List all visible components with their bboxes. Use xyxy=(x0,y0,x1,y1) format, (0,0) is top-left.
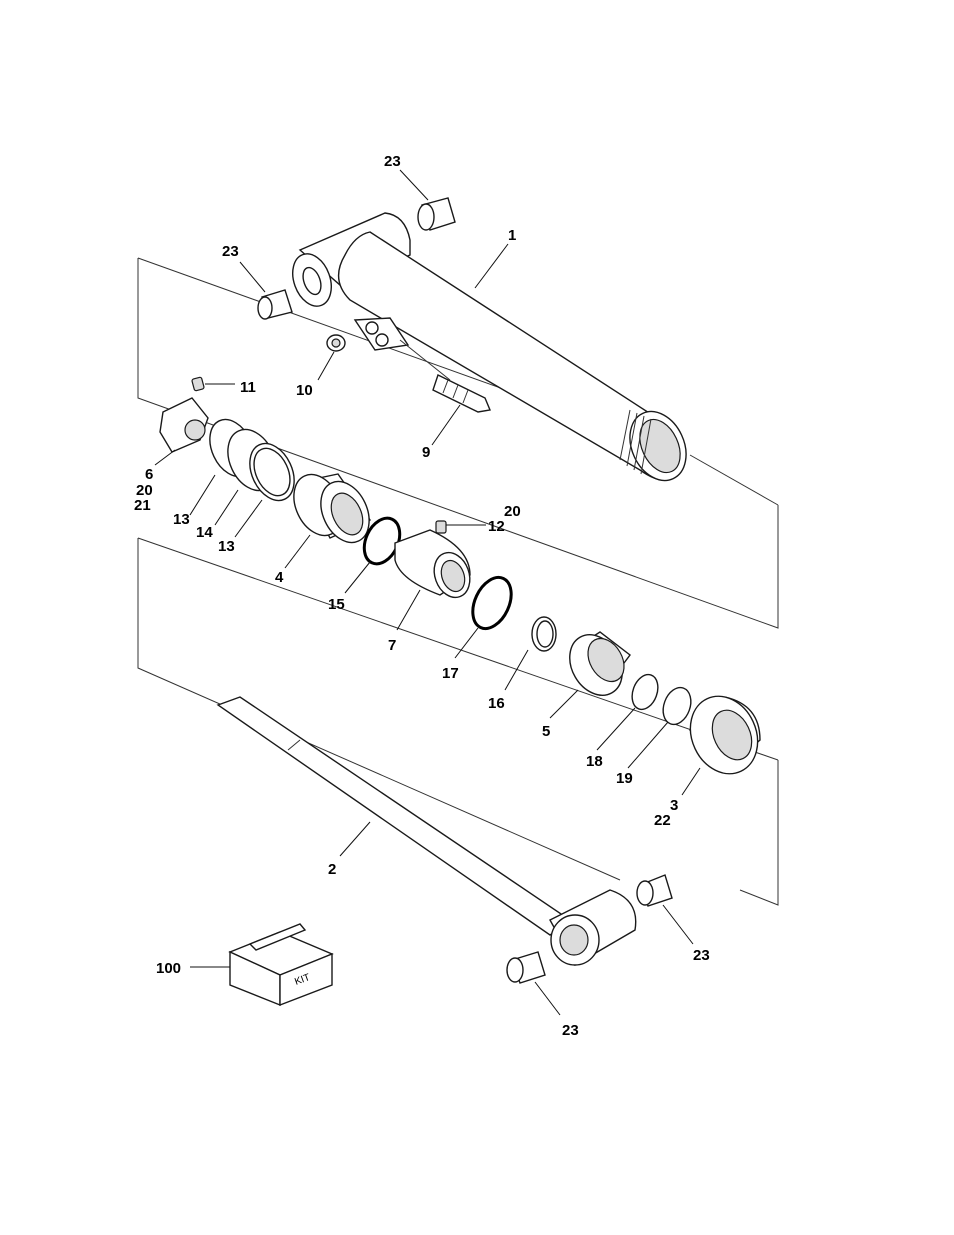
callout-22: 22 xyxy=(654,812,671,829)
kit-label: KIT xyxy=(293,972,311,988)
callout-11: 11 xyxy=(240,379,256,396)
piston-rod[interactable] xyxy=(216,696,637,966)
callout-3: 3 xyxy=(670,797,678,814)
manifold-block xyxy=(353,317,451,381)
ring-18[interactable] xyxy=(628,671,663,713)
bushing-bottom-left[interactable] xyxy=(506,951,546,984)
callout-5: 5 xyxy=(542,723,550,740)
set-screw-11[interactable] xyxy=(191,376,205,392)
hex-nut[interactable] xyxy=(159,397,209,453)
callout-13b: 13 xyxy=(218,538,235,555)
callout-9: 9 xyxy=(422,444,430,461)
callout-23b: 23 xyxy=(222,243,239,260)
callout-20a: 20 xyxy=(136,482,153,499)
callout-23d: 23 xyxy=(562,1022,579,1039)
callout-18: 18 xyxy=(586,753,603,770)
bushing-top-right[interactable] xyxy=(417,197,456,231)
callout-15: 15 xyxy=(328,596,345,613)
callouts: 1 2 3 4 5 6 7 9 10 11 12 13 14 13 15 16 … xyxy=(134,153,710,1039)
o-ring-17[interactable] xyxy=(465,571,519,634)
bushing-bottom-right[interactable] xyxy=(636,874,673,907)
callout-23c: 23 xyxy=(693,947,710,964)
set-screw-12[interactable] xyxy=(435,520,447,534)
valve-cartridge[interactable] xyxy=(432,374,491,413)
callout-6: 6 xyxy=(145,466,153,483)
spacer-tube[interactable] xyxy=(394,529,476,602)
callout-10: 10 xyxy=(296,382,313,399)
callout-2: 2 xyxy=(328,861,336,878)
callout-19: 19 xyxy=(616,770,633,787)
callout-21: 21 xyxy=(134,497,151,514)
callout-13a: 13 xyxy=(173,511,190,528)
piston[interactable] xyxy=(559,625,633,704)
callout-20b: 20 xyxy=(504,503,521,520)
callout-7: 7 xyxy=(388,637,396,654)
callout-23a: 23 xyxy=(384,153,401,170)
leader-lines xyxy=(154,169,701,1016)
callout-1: 1 xyxy=(508,227,516,244)
callout-4: 4 xyxy=(275,569,284,586)
cylinder-barrel[interactable] xyxy=(286,212,697,490)
callout-100: 100 xyxy=(156,960,181,977)
ring-19[interactable] xyxy=(658,684,695,729)
callout-14: 14 xyxy=(196,524,213,541)
seal-ring-13b[interactable] xyxy=(241,436,303,507)
piston-nut[interactable] xyxy=(678,685,770,785)
kit-box[interactable]: KIT xyxy=(228,923,334,1007)
callout-17: 17 xyxy=(442,665,459,682)
bushing-top-left[interactable] xyxy=(257,289,293,320)
callout-12: 12 xyxy=(488,518,505,535)
gland[interactable] xyxy=(285,467,379,551)
callout-16: 16 xyxy=(488,695,505,712)
fitting[interactable] xyxy=(326,334,346,352)
wear-ring-16[interactable] xyxy=(531,616,557,652)
